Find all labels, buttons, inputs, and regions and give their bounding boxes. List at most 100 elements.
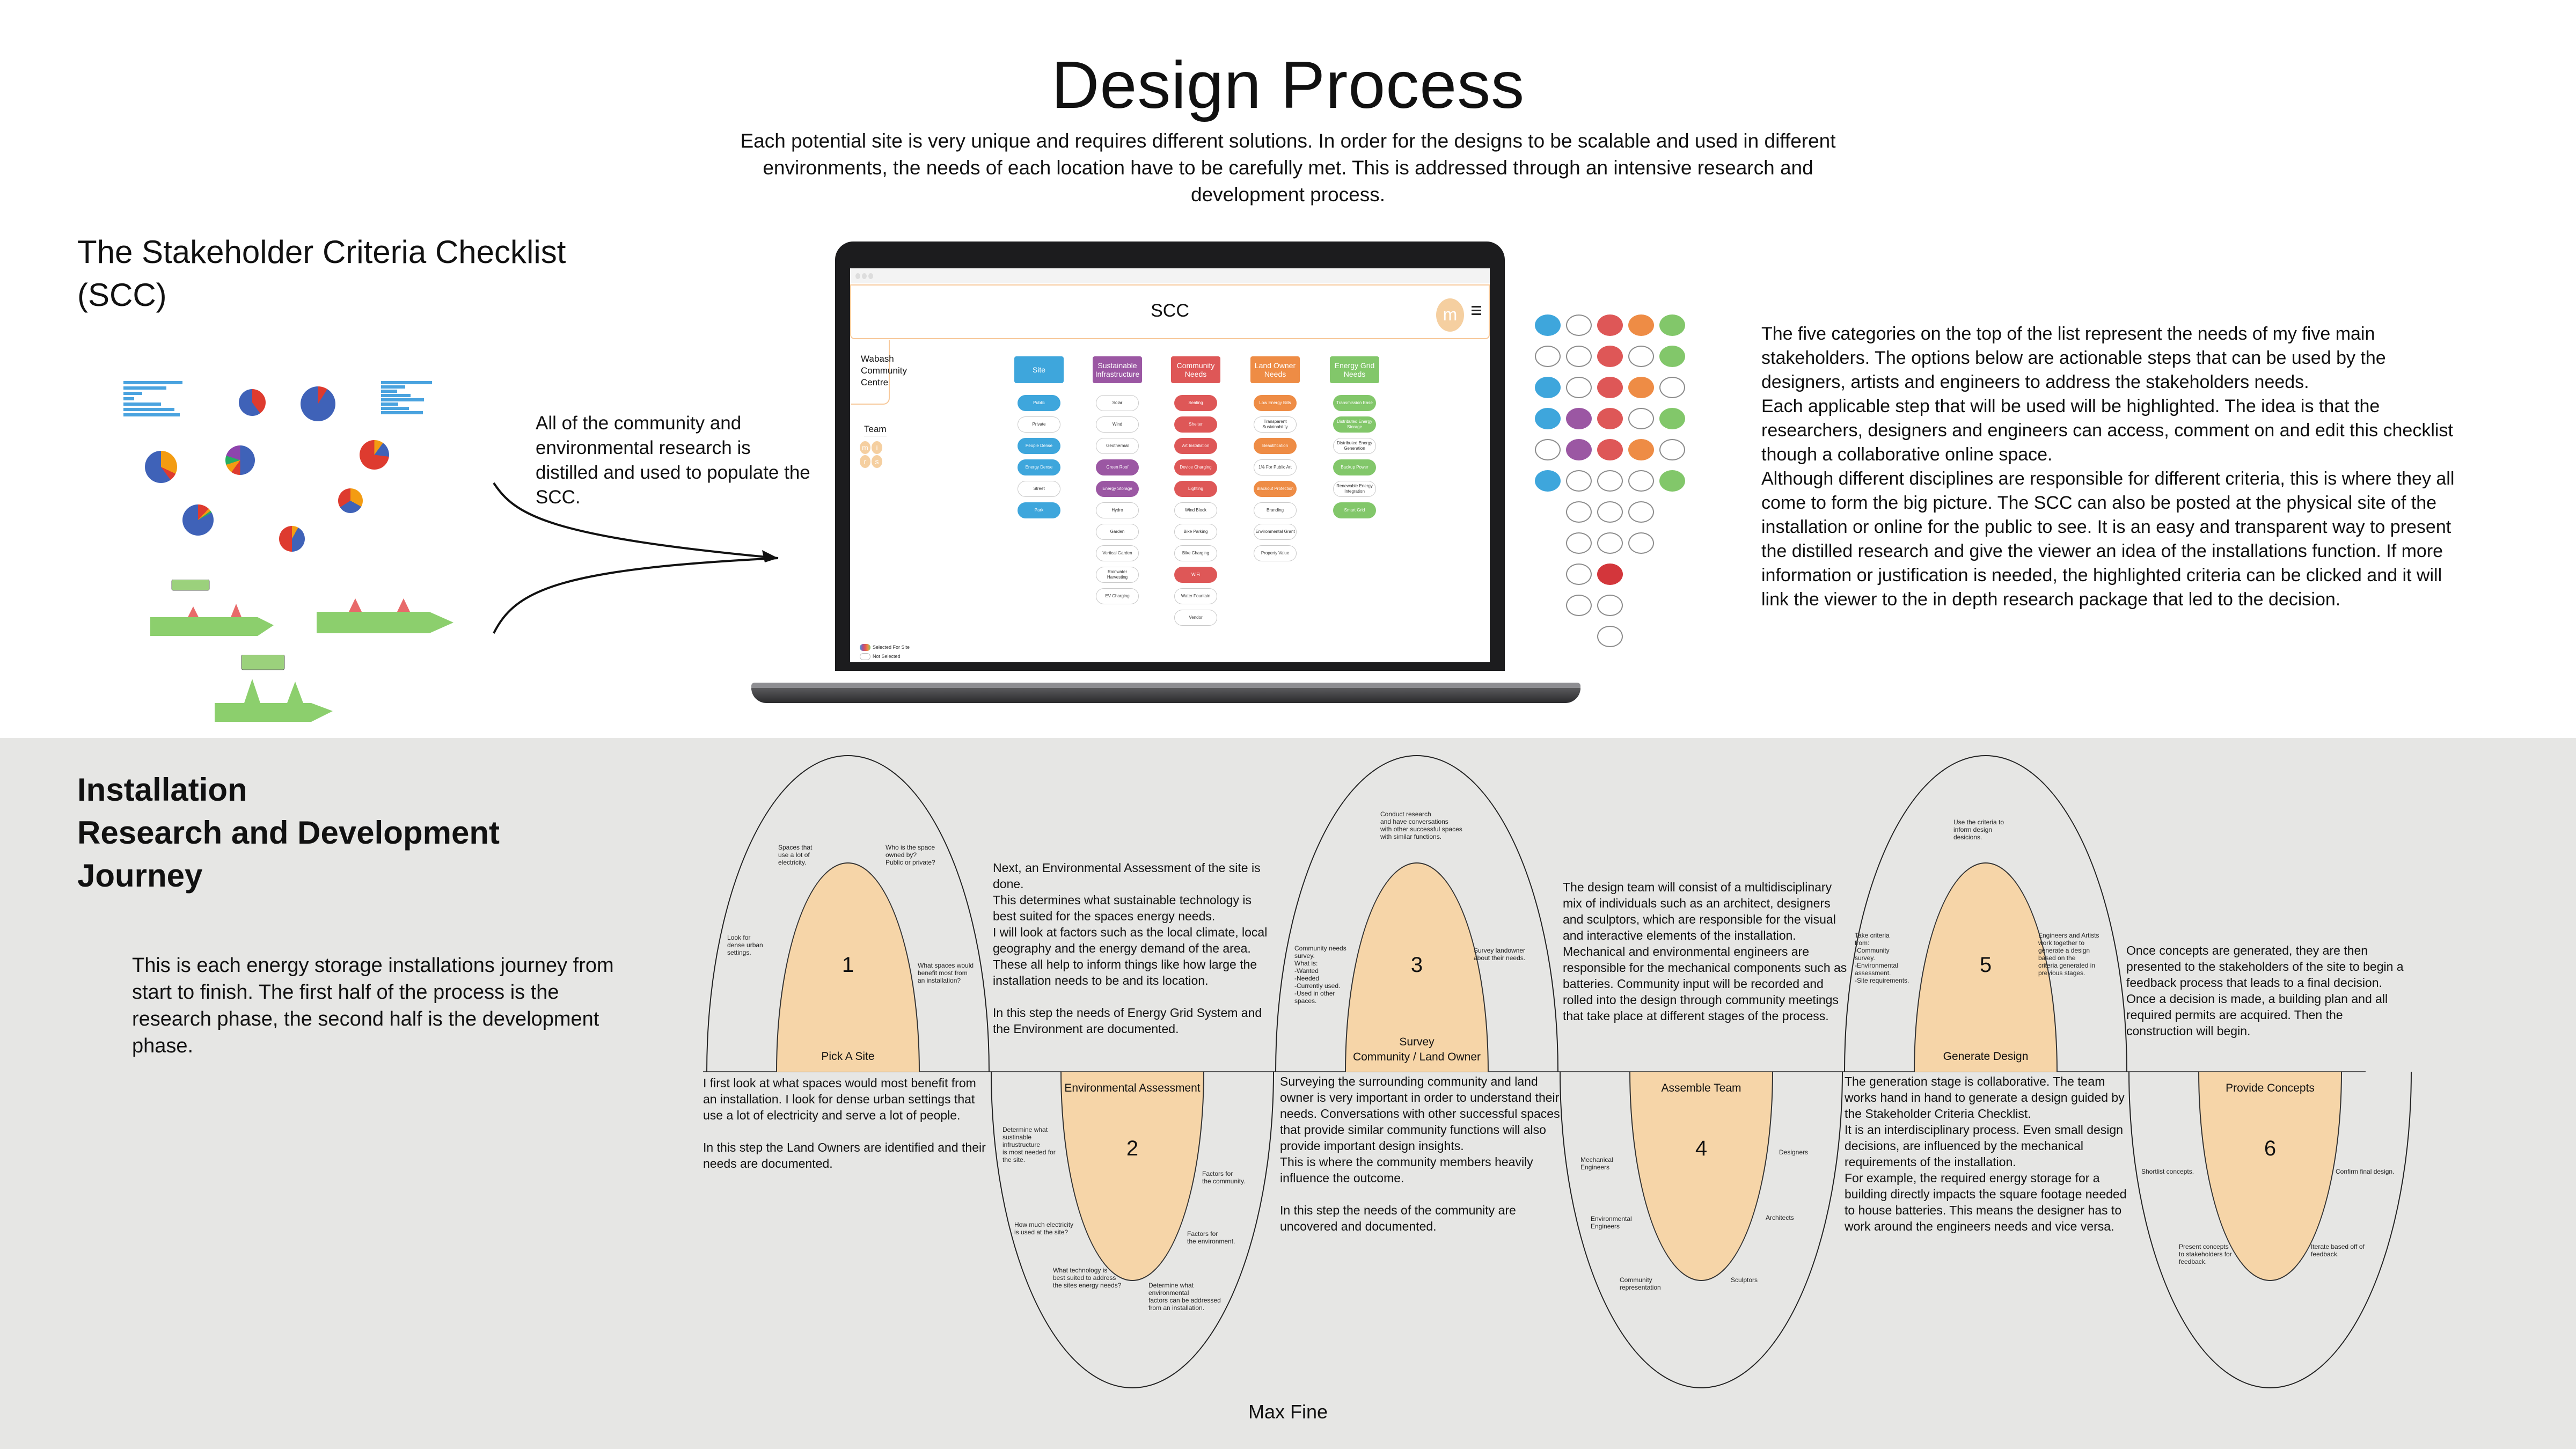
step-note: Use the criteria to inform design desici… xyxy=(1953,818,2004,841)
criteria-option[interactable]: Energy Dense xyxy=(1018,459,1060,475)
criteria-option[interactable]: Vertical Garden xyxy=(1096,545,1139,561)
criteria-option[interactable]: Hydro xyxy=(1096,502,1139,518)
intro-text: Each potential site is very unique and r… xyxy=(740,130,1836,206)
criteria-option[interactable]: Solar xyxy=(1096,395,1139,411)
pie-chart-6 xyxy=(182,504,214,536)
step-description: Once concepts are generated, they are th… xyxy=(2126,943,2404,1038)
team-avatar[interactable]: r xyxy=(860,455,870,468)
step-note: Designers xyxy=(1779,1148,1809,1156)
app-title: SCC xyxy=(1151,301,1189,321)
step-note: Determine what environmental factors can… xyxy=(1148,1282,1221,1312)
step-title: Generate Design xyxy=(1943,1050,2029,1063)
category-header[interactable]: Sustainable Infrastructure xyxy=(1093,356,1142,383)
selected-dot xyxy=(1597,346,1623,367)
criteria-option[interactable]: Green Roof xyxy=(1096,459,1139,475)
step-note: Sculptors xyxy=(1731,1276,1758,1284)
window-dot-icon[interactable] xyxy=(868,273,873,279)
criteria-option[interactable]: Blackout Protection xyxy=(1254,481,1297,497)
criteria-option[interactable]: Shelter xyxy=(1174,416,1217,433)
author-name: Max Fine xyxy=(1248,1401,1328,1423)
criteria-option[interactable]: Private xyxy=(1018,416,1060,433)
unselected-dot xyxy=(1628,408,1654,429)
unselected-dot xyxy=(1628,346,1654,367)
step-note: Engineers and Artists work together to g… xyxy=(2038,932,2099,977)
step-description: The generation stage is collaborative. T… xyxy=(1845,1074,2127,1233)
category-header[interactable]: Land Owner Needs xyxy=(1250,356,1300,383)
step-note: How much electricity is used at the site… xyxy=(1014,1221,1074,1236)
team-avatar[interactable]: i xyxy=(872,441,882,454)
criteria-option[interactable]: Lighting xyxy=(1174,481,1217,497)
step-note: Who is the space owned by? Public or pri… xyxy=(885,844,935,866)
criteria-option[interactable]: Environmental Grant xyxy=(1254,524,1297,540)
criteria-option[interactable]: Energy Storage xyxy=(1096,481,1139,497)
category-header[interactable]: Community Needs xyxy=(1171,356,1220,383)
unselected-dot xyxy=(1597,470,1623,492)
criteria-option[interactable]: Distributed Energy Generation xyxy=(1333,438,1376,454)
pie-chart-2 xyxy=(301,386,335,421)
criteria-option[interactable]: Water Fountain xyxy=(1174,588,1217,604)
criteria-option[interactable]: Property Value xyxy=(1254,545,1297,561)
unselected-dot xyxy=(1659,377,1685,398)
category-header[interactable]: Energy Grid Needs xyxy=(1330,356,1379,383)
criteria-option[interactable]: Beautification xyxy=(1254,438,1297,454)
criteria-option[interactable]: 1% For Public Art xyxy=(1254,459,1297,475)
selected-dot xyxy=(1597,439,1623,460)
criteria-option[interactable]: Renewable Energy Integration xyxy=(1333,481,1376,497)
criteria-option[interactable]: Vendor xyxy=(1174,610,1217,626)
selected-dot xyxy=(1659,408,1685,429)
user-avatar[interactable]: m xyxy=(1436,298,1464,332)
window-dot-icon[interactable] xyxy=(855,273,860,279)
step-note: Take criteria from: -Community survey. -… xyxy=(1855,932,1909,984)
step-note: What spaces would benefit most from an i… xyxy=(918,962,974,984)
unselected-dot xyxy=(1597,626,1623,647)
selected-dot xyxy=(1566,439,1592,460)
scc-lead-text: All of the community and environmental r… xyxy=(536,413,810,508)
step-note: Factors for the community. xyxy=(1202,1170,1246,1185)
criteria-option[interactable]: Branding xyxy=(1254,502,1297,518)
step-description: The design team will consist of a multid… xyxy=(1563,880,1847,1023)
step-title: Survey Community / Land Owner xyxy=(1352,1036,1481,1063)
pie-chart-3 xyxy=(145,451,177,483)
criteria-option[interactable]: Seating xyxy=(1174,395,1217,411)
criteria-option[interactable]: Transmission Ease xyxy=(1333,395,1376,411)
criteria-option[interactable]: Art Installation xyxy=(1174,438,1217,454)
criteria-option[interactable]: Backup Power xyxy=(1333,459,1376,475)
site-panel xyxy=(851,340,890,405)
criteria-option[interactable]: Wind Block xyxy=(1174,502,1217,518)
step-note: Look for dense urban settings. xyxy=(727,934,763,956)
criteria-option[interactable]: Rainwater Harvesting xyxy=(1096,567,1139,583)
selected-dot xyxy=(1535,470,1561,492)
team-avatar[interactable]: m xyxy=(860,441,870,454)
team-avatar[interactable]: s xyxy=(872,455,882,468)
site-name: Wabash Community Centre xyxy=(861,354,907,387)
hamburger-menu-icon[interactable] xyxy=(1472,306,1481,317)
selected-dot xyxy=(1535,314,1561,336)
window-dot-icon[interactable] xyxy=(862,273,867,279)
criteria-option[interactable]: Street xyxy=(1018,481,1060,497)
legend-selected-swatch xyxy=(860,644,870,651)
criteria-option[interactable]: Smart Grid xyxy=(1333,502,1376,518)
criteria-option[interactable]: Transparent Sustainability xyxy=(1254,416,1297,433)
criteria-option[interactable]: Park xyxy=(1018,502,1060,518)
criteria-option[interactable]: People Dense xyxy=(1018,438,1060,454)
step-note: Architects xyxy=(1766,1214,1794,1221)
category-header[interactable]: Site xyxy=(1014,356,1064,383)
criteria-option[interactable]: Low Energy Bills xyxy=(1254,395,1297,411)
criteria-option[interactable]: Garden xyxy=(1096,524,1139,540)
selected-dot xyxy=(1566,408,1592,429)
criteria-option[interactable]: Bike Parking xyxy=(1174,524,1217,540)
step-number: 5 xyxy=(1979,953,1992,977)
step-note: Community needs survey. What is: -Wanted… xyxy=(1294,945,1346,1005)
criteria-option[interactable]: Public xyxy=(1018,395,1060,411)
criteria-option[interactable]: Distributed Energy Storage xyxy=(1333,416,1376,433)
criteria-option[interactable]: Wind xyxy=(1096,416,1139,433)
criteria-option[interactable]: Bike Charging xyxy=(1174,545,1217,561)
unselected-dot xyxy=(1597,501,1623,523)
selected-dot xyxy=(1535,408,1561,429)
criteria-option[interactable]: WiFi xyxy=(1174,567,1217,583)
pie-chart-8 xyxy=(279,526,305,552)
criteria-option[interactable]: Geothermal xyxy=(1096,438,1139,454)
scc-heading: The Stakeholder Criteria Checklist (SCC) xyxy=(77,234,566,313)
criteria-option[interactable]: Device Charging xyxy=(1174,459,1217,475)
criteria-option[interactable]: EV Charging xyxy=(1096,588,1139,604)
